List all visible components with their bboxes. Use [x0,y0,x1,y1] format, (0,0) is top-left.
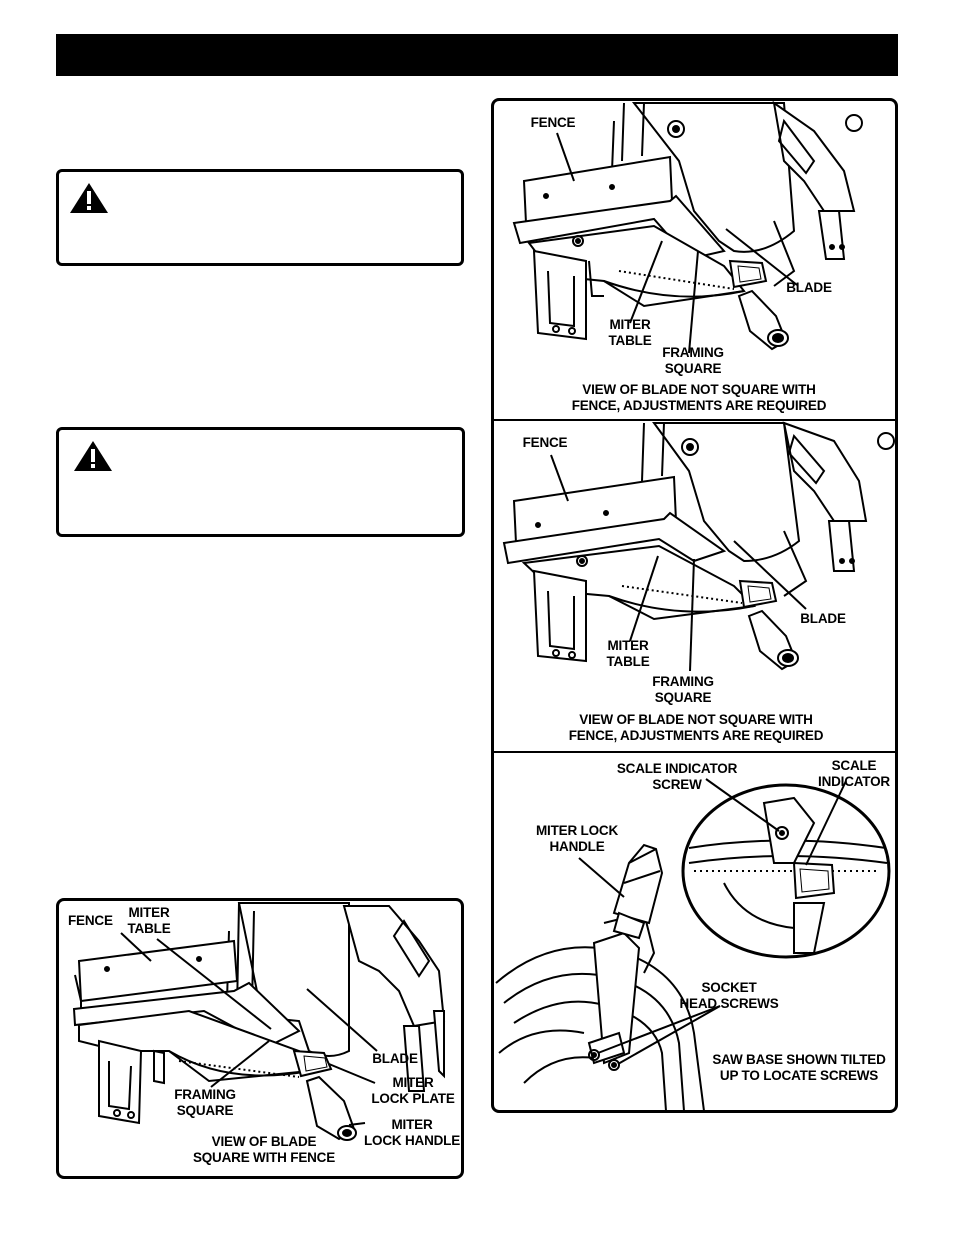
label-fence: FENCE [522,435,568,450]
saw-illustration-scale-indicator [494,753,898,1113]
panel-divider [494,751,895,753]
label-miter-lock-handle: MITER LOCK HANDLE [363,1117,461,1148]
panel-divider [494,419,895,421]
label-framing-square: FRAMING SQUARE [652,674,714,705]
label-blade: BLADE [786,280,832,295]
label-miter-table: MITER TABLE [127,905,171,936]
warning-triangle-icon [70,183,108,213]
label-miter-lock-plate: MITER LOCK PLATE [371,1075,455,1106]
label-miter-table: MITER TABLE [606,638,650,669]
warning-triangle-icon [74,441,112,471]
label-scale-indicator: SCALE INDICATOR [818,758,890,789]
label-framing-square: FRAMING SQUARE [662,345,724,376]
saw-illustration-not-square-2 [494,421,898,751]
saw-illustration-not-square-1 [494,101,898,419]
label-socket-head-screws: SOCKET HEAD SCREWS [679,980,779,1011]
caption-scale-indicator: SAW BASE SHOWN TILTED UP TO LOCATE SCREW… [712,1052,886,1083]
label-framing-square: FRAMING SQUARE [174,1087,236,1118]
label-miter-lock-handle: MITER LOCK HANDLE [536,823,618,854]
warning-box-1 [56,169,464,266]
label-fence: FENCE [530,115,576,130]
label-blade: BLADE [800,611,846,626]
warning-box-2 [56,427,465,537]
caption-not-square-1: VIEW OF BLADE NOT SQUARE WITH FENCE, ADJ… [571,382,827,413]
label-blade: BLADE [372,1051,418,1066]
header-bar [56,34,898,76]
caption-not-square-2: VIEW OF BLADE NOT SQUARE WITH FENCE, ADJ… [568,712,824,743]
label-miter-table: MITER TABLE [608,317,652,348]
saw-illustration-square [59,901,464,1179]
caption-square-with-fence: VIEW OF BLADE SQUARE WITH FENCE [192,1134,336,1165]
label-fence: FENCE [68,913,113,928]
label-scale-indicator-screw: SCALE INDICATOR SCREW [616,761,738,792]
figure-right-panel: FENCE BLADE MITER TABLE FRAMING SQUARE V… [491,98,898,1113]
figure-square-with-fence: FENCE MITER TABLE FRAMING SQUARE BLADE M… [56,898,464,1179]
